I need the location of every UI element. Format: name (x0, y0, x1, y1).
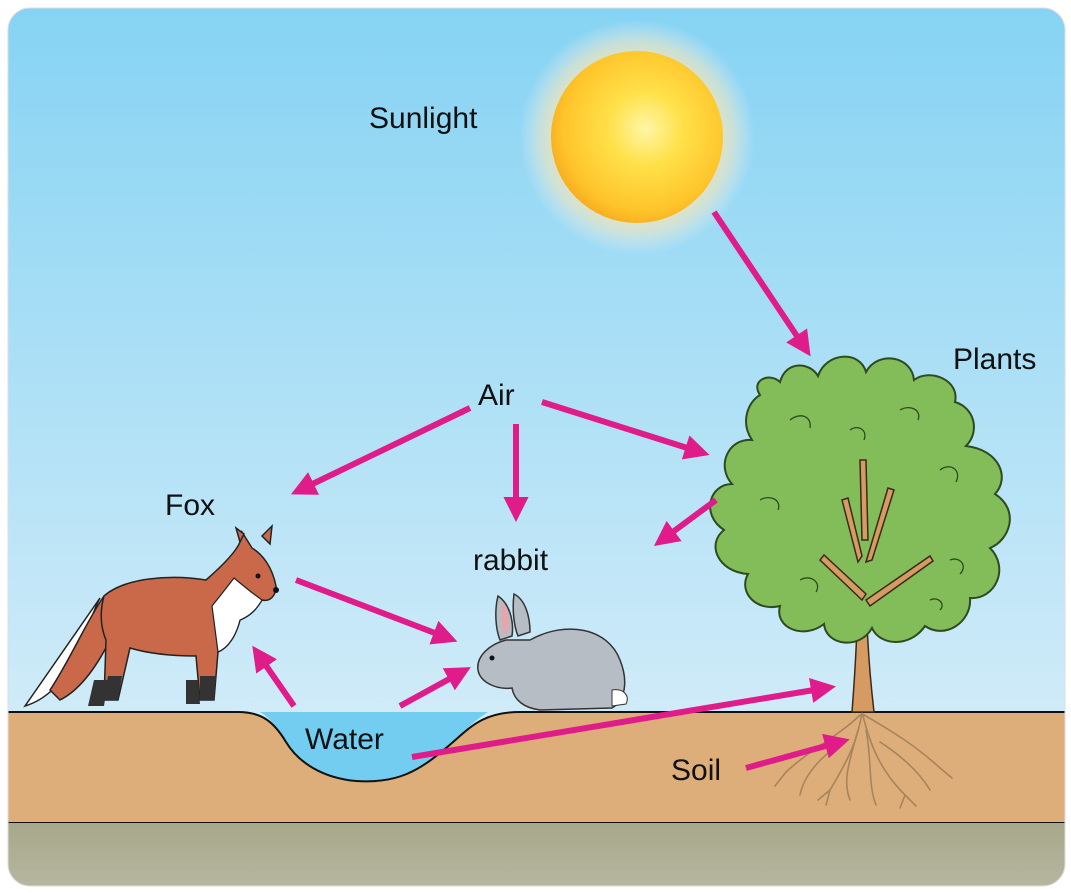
label-fox: Fox (165, 491, 215, 521)
scene (8, 8, 1065, 888)
soil-ground (8, 712, 1065, 822)
bedrock-layer (8, 822, 1065, 888)
label-sunlight: Sunlight (369, 104, 477, 134)
label-water: Water (305, 725, 384, 755)
label-rabbit: rabbit (473, 546, 548, 576)
label-plants: Plants (953, 345, 1036, 375)
label-air: Air (478, 381, 515, 411)
label-soil: Soil (671, 756, 721, 786)
